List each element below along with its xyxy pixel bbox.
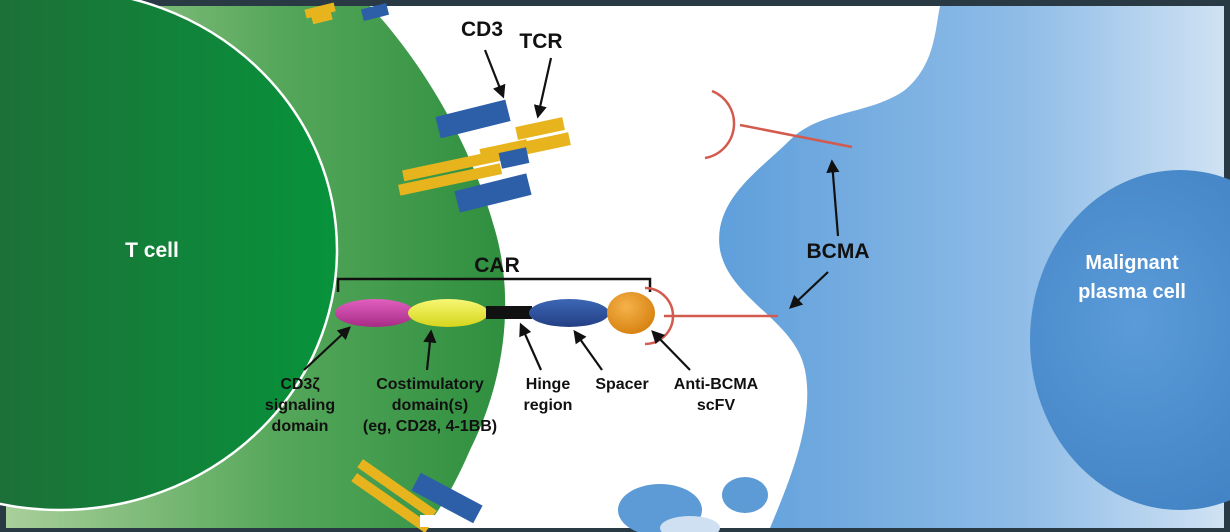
- costim-domain: [408, 299, 488, 327]
- spacer-domain: [529, 299, 609, 327]
- label-spacer: Spacer: [595, 376, 648, 393]
- label-bcma: BCMA: [807, 240, 870, 263]
- vesicle: [722, 477, 768, 513]
- label-tcr: TCR: [519, 30, 562, 53]
- cd3z-domain: [335, 299, 415, 327]
- label-malignant: Malignant: [1085, 252, 1179, 274]
- tcr-partial-bottom: [351, 459, 483, 532]
- label-scfv: scFV: [697, 397, 736, 414]
- t-cell-nucleus-outline: [0, 0, 339, 512]
- label-hinge: region: [524, 397, 573, 414]
- tcr-partial-top: [304, 2, 390, 25]
- label-cd3: CD3: [461, 18, 503, 41]
- label-cd3z: domain: [272, 418, 329, 435]
- label-plasma-cell: plasma cell: [1078, 281, 1186, 303]
- label-costim: domain(s): [392, 397, 468, 414]
- t-cell-nucleus: [0, 0, 337, 510]
- arrows: [303, 49, 840, 371]
- hinge-region: [486, 306, 532, 319]
- bcma-receptor-upper: [704, 89, 853, 160]
- label-costim: Costimulatory: [376, 376, 484, 393]
- label-cd3z: CD3ζ: [280, 376, 320, 393]
- car-bracket: [336, 277, 652, 292]
- label-cd3z: signaling: [265, 397, 335, 414]
- tcr-cd3-complex: [398, 99, 571, 213]
- plasma-cell-nucleus: [1030, 170, 1230, 510]
- label-car: CAR: [474, 254, 520, 277]
- label-costim: (eg, CD28, 4-1BB): [363, 418, 497, 435]
- label-t-cell: T cell: [125, 239, 179, 262]
- label-anti-bcma: Anti-BCMA: [674, 376, 759, 393]
- vesicle: [660, 516, 720, 532]
- scfv-domain: [607, 292, 655, 334]
- label-hinge: Hinge: [526, 376, 571, 393]
